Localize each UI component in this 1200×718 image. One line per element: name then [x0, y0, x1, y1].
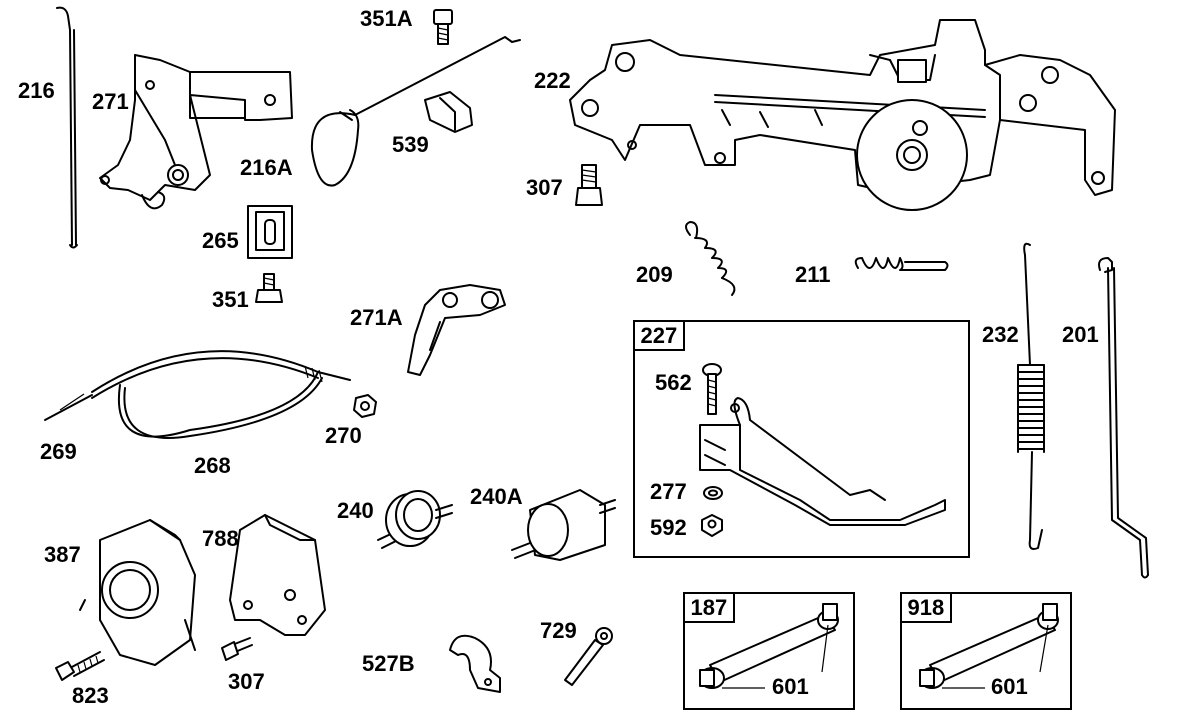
part-387-fuel-pump — [79, 519, 196, 666]
part-527B-clamp — [449, 634, 501, 693]
label-601-a: 601 — [772, 674, 809, 699]
label-592: 592 — [650, 515, 687, 540]
part-270-nut — [353, 394, 377, 418]
part-240-filter — [377, 490, 453, 549]
label-240A: 240A — [470, 484, 523, 509]
part-351-screw — [255, 273, 283, 303]
label-269: 269 — [40, 439, 77, 464]
box-tag-918: 918 — [899, 591, 953, 623]
box-tag-227: 227 — [632, 319, 686, 351]
part-240A-filter — [511, 489, 616, 561]
label-209: 209 — [636, 262, 673, 287]
label-232: 232 — [982, 322, 1019, 347]
part-562-screw — [702, 363, 722, 415]
part-232-long-spring — [1017, 242, 1045, 550]
label-222: 222 — [534, 68, 571, 93]
label-823: 823 — [72, 683, 109, 708]
label-201: 201 — [1062, 322, 1099, 347]
box-tag-187: 187 — [682, 591, 736, 623]
label-539: 539 — [392, 132, 429, 157]
label-351A: 351A — [360, 6, 413, 31]
assembly-box-227: 227 — [632, 319, 970, 558]
label-211: 211 — [795, 262, 831, 287]
part-216-rod — [56, 6, 78, 249]
part-209-spring — [685, 221, 736, 296]
part-539-clip — [424, 91, 473, 133]
label-271A: 271A — [350, 305, 403, 330]
part-222-control-plate — [569, 19, 1116, 211]
label-268: 268 — [194, 453, 231, 478]
label-788: 788 — [202, 526, 239, 551]
label-387: 387 — [44, 542, 81, 567]
label-270: 270 — [325, 423, 362, 448]
label-351: 351 — [212, 287, 249, 312]
part-265-block — [247, 205, 293, 259]
label-277: 277 — [650, 479, 687, 504]
label-562: 562 — [655, 370, 692, 395]
part-277-washer — [703, 486, 723, 500]
label-240: 240 — [337, 498, 374, 523]
part-211-spring — [854, 257, 949, 271]
part-823-bolt — [55, 651, 105, 681]
label-271: 271 — [92, 89, 129, 114]
part-788-bracket — [229, 514, 326, 636]
part-201-rod — [1098, 257, 1149, 579]
label-216A: 216A — [240, 155, 293, 180]
label-601-b: 601 — [991, 674, 1028, 699]
part-271-governor-bracket — [99, 54, 293, 210]
part-307-bolt-bottom — [221, 637, 253, 661]
part-187-line-assembly — [699, 603, 839, 689]
label-729: 729 — [540, 618, 577, 643]
label-307-top: 307 — [526, 175, 563, 200]
part-729-pin — [564, 627, 613, 686]
label-307-bottom: 307 — [228, 669, 265, 694]
part-227-assembly — [699, 397, 946, 526]
leader-601-a-top — [821, 624, 829, 673]
part-592-nut — [701, 514, 723, 537]
part-268-cable — [44, 350, 351, 439]
part-271A-lever — [407, 284, 506, 376]
label-265: 265 — [202, 228, 239, 253]
assembly-box-918: 918 — [899, 591, 1072, 710]
label-527B: 527B — [362, 651, 415, 676]
label-216: 216 — [18, 78, 55, 103]
part-307-bolt-top — [575, 164, 603, 206]
assembly-box-187: 187 — [682, 591, 855, 710]
part-216A-link — [310, 36, 521, 187]
leader-601-b-top — [1039, 624, 1049, 673]
part-918-line-assembly — [919, 603, 1059, 689]
part-351A-screw — [433, 9, 453, 45]
